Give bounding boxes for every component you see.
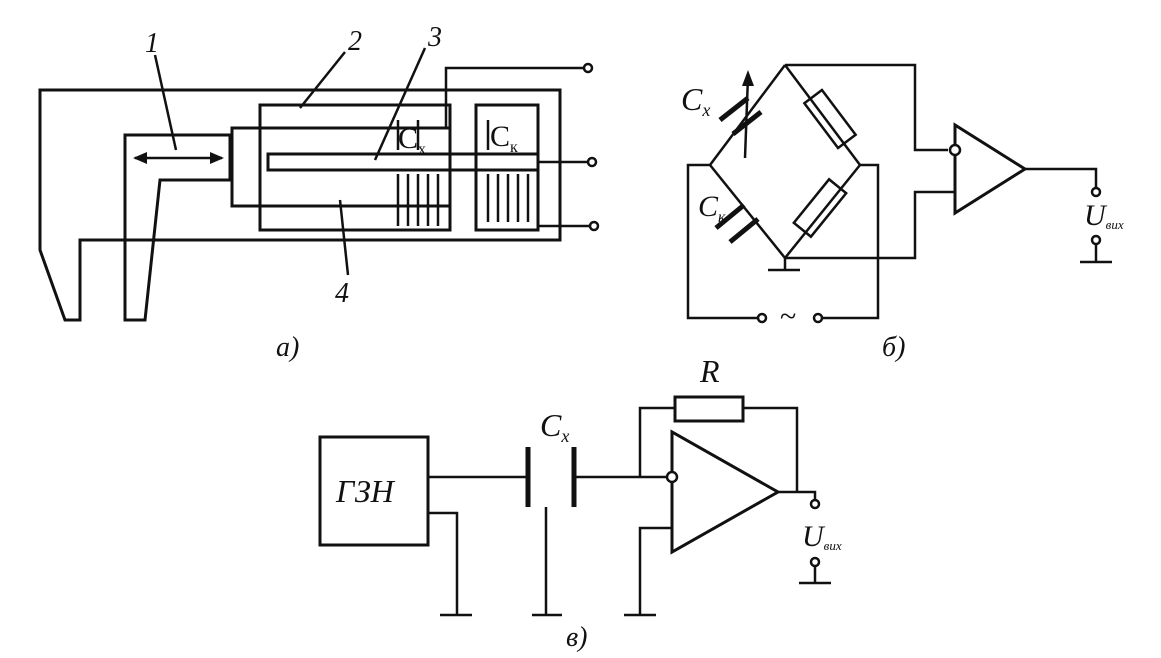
terminal-top: [582, 62, 594, 74]
source-terminal-left: [756, 312, 768, 324]
generator-label: ГЗН: [335, 473, 396, 509]
sensor-housing: [258, 103, 452, 232]
bridge-resistor-lower: [792, 177, 848, 239]
ck-plates: [486, 120, 530, 222]
label-cx-b: Cx: [681, 81, 710, 120]
caption-b: б): [882, 332, 905, 363]
inverting-input-b: [948, 143, 962, 157]
label-r: R: [699, 353, 720, 389]
bridge-left-bottom: [709, 164, 786, 259]
caption-a: а): [276, 332, 299, 363]
variable-capacitor-cx: [718, 70, 763, 159]
caliper-body: [38, 88, 562, 322]
amplifier-b: [953, 122, 1028, 216]
feedback-resistor: [673, 395, 745, 423]
output-ground-terminal-c: [809, 556, 821, 568]
source-terminal-right: [812, 312, 824, 324]
terminal-mid: [586, 156, 598, 168]
output-ground-terminal-b: [1090, 234, 1102, 246]
bridge-right-bottom: [784, 164, 861, 259]
cx-plates: [396, 120, 440, 226]
callout-2: 2: [348, 26, 362, 57]
sensor-rod: [266, 152, 540, 172]
bridge-right-top: [784, 64, 861, 166]
callout-4: 4: [335, 278, 349, 309]
wire-top: [444, 66, 584, 128]
motion-arrow-icon: [133, 152, 224, 164]
terminal-bottom: [588, 220, 600, 232]
callout-1: 1: [145, 28, 159, 59]
label-uout-c: Uвих: [802, 520, 842, 553]
caliper-slider: [123, 133, 232, 322]
bridge-resistor-upper: [802, 88, 858, 150]
caption-c: в): [566, 622, 587, 653]
generator-block: [318, 435, 430, 547]
label-ck-a: Cк: [490, 120, 518, 156]
label-cx-a: Cx: [398, 122, 426, 158]
ck-compensation-capacitor: [474, 103, 540, 232]
label-ck-b: Cк: [698, 190, 726, 226]
capacitor-ck: [714, 203, 760, 244]
ac-source-symbol: ~: [780, 300, 796, 333]
inverting-input-c: [665, 470, 679, 484]
panel-a: 1 2 3 4 Cx Cк а): [38, 22, 600, 363]
panel-c: ГЗН R Cx Uвих в): [318, 353, 842, 653]
output-terminal-b: [1090, 186, 1102, 198]
output-terminal-c: [809, 498, 821, 510]
label-uout-b: Uвих: [1084, 199, 1124, 232]
callout-3: 3: [427, 22, 442, 53]
amplifier-c: [670, 429, 782, 555]
panel-b: ~ Cx Cк Uвих б): [681, 63, 1124, 363]
label-cx-c: Cx: [540, 407, 569, 446]
